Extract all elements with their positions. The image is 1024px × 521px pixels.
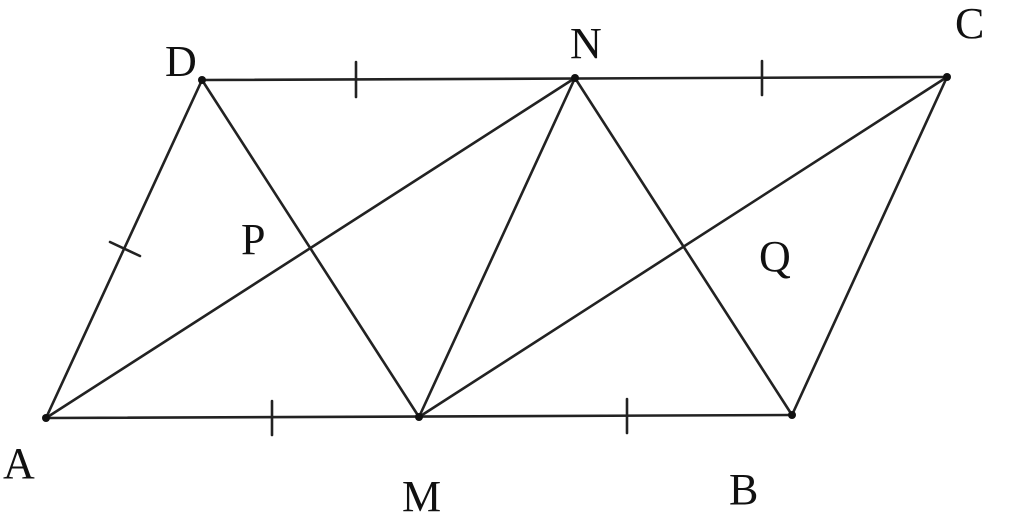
label-M: M: [402, 472, 442, 521]
point-C: [943, 73, 951, 81]
label-P: P: [241, 215, 266, 264]
point-M: [415, 413, 423, 421]
point-B: [788, 411, 796, 419]
label-B: B: [729, 465, 759, 514]
label-N: N: [570, 19, 602, 68]
label-A: A: [3, 439, 35, 488]
label-D: D: [165, 37, 197, 86]
segment-BC: [790, 75, 949, 417]
point-N: [571, 74, 579, 82]
segment-MN: [417, 76, 577, 419]
label-C: C: [955, 0, 985, 48]
point-A: [42, 414, 50, 422]
tick-AD: [108, 240, 142, 258]
point-D: [198, 76, 206, 84]
segment-NB: [573, 76, 794, 417]
segment-AN: [44, 76, 577, 420]
label-Q: Q: [759, 232, 791, 281]
